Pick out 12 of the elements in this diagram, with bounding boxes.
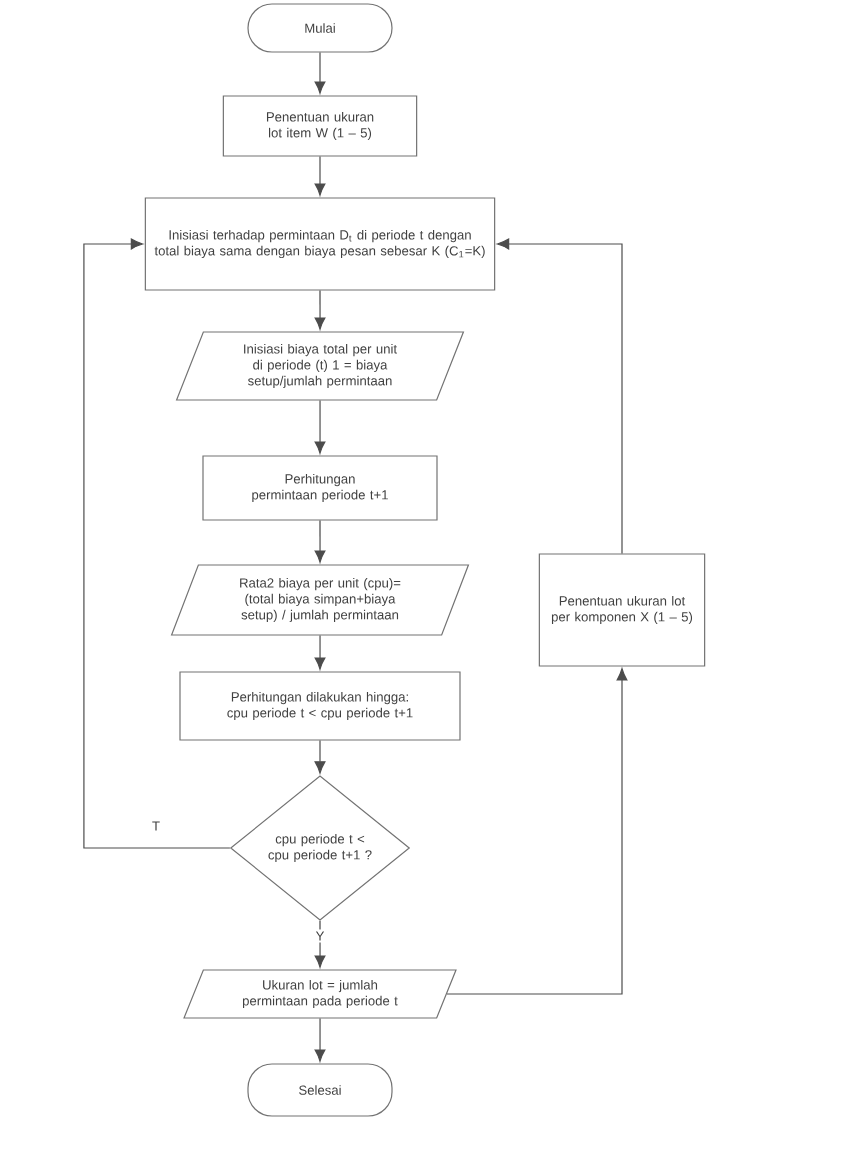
arrow: [314, 740, 326, 774]
arrow: [314, 52, 326, 94]
arrow: [314, 920, 326, 968]
arrow: [496, 238, 623, 554]
arrow: [446, 668, 628, 995]
arrow: [83, 238, 231, 849]
arrow: [314, 635, 326, 670]
arrow: [314, 290, 326, 330]
arrow: [314, 1018, 326, 1062]
arrow: [314, 156, 326, 196]
arrow: [314, 400, 326, 454]
arrow: [314, 520, 326, 563]
